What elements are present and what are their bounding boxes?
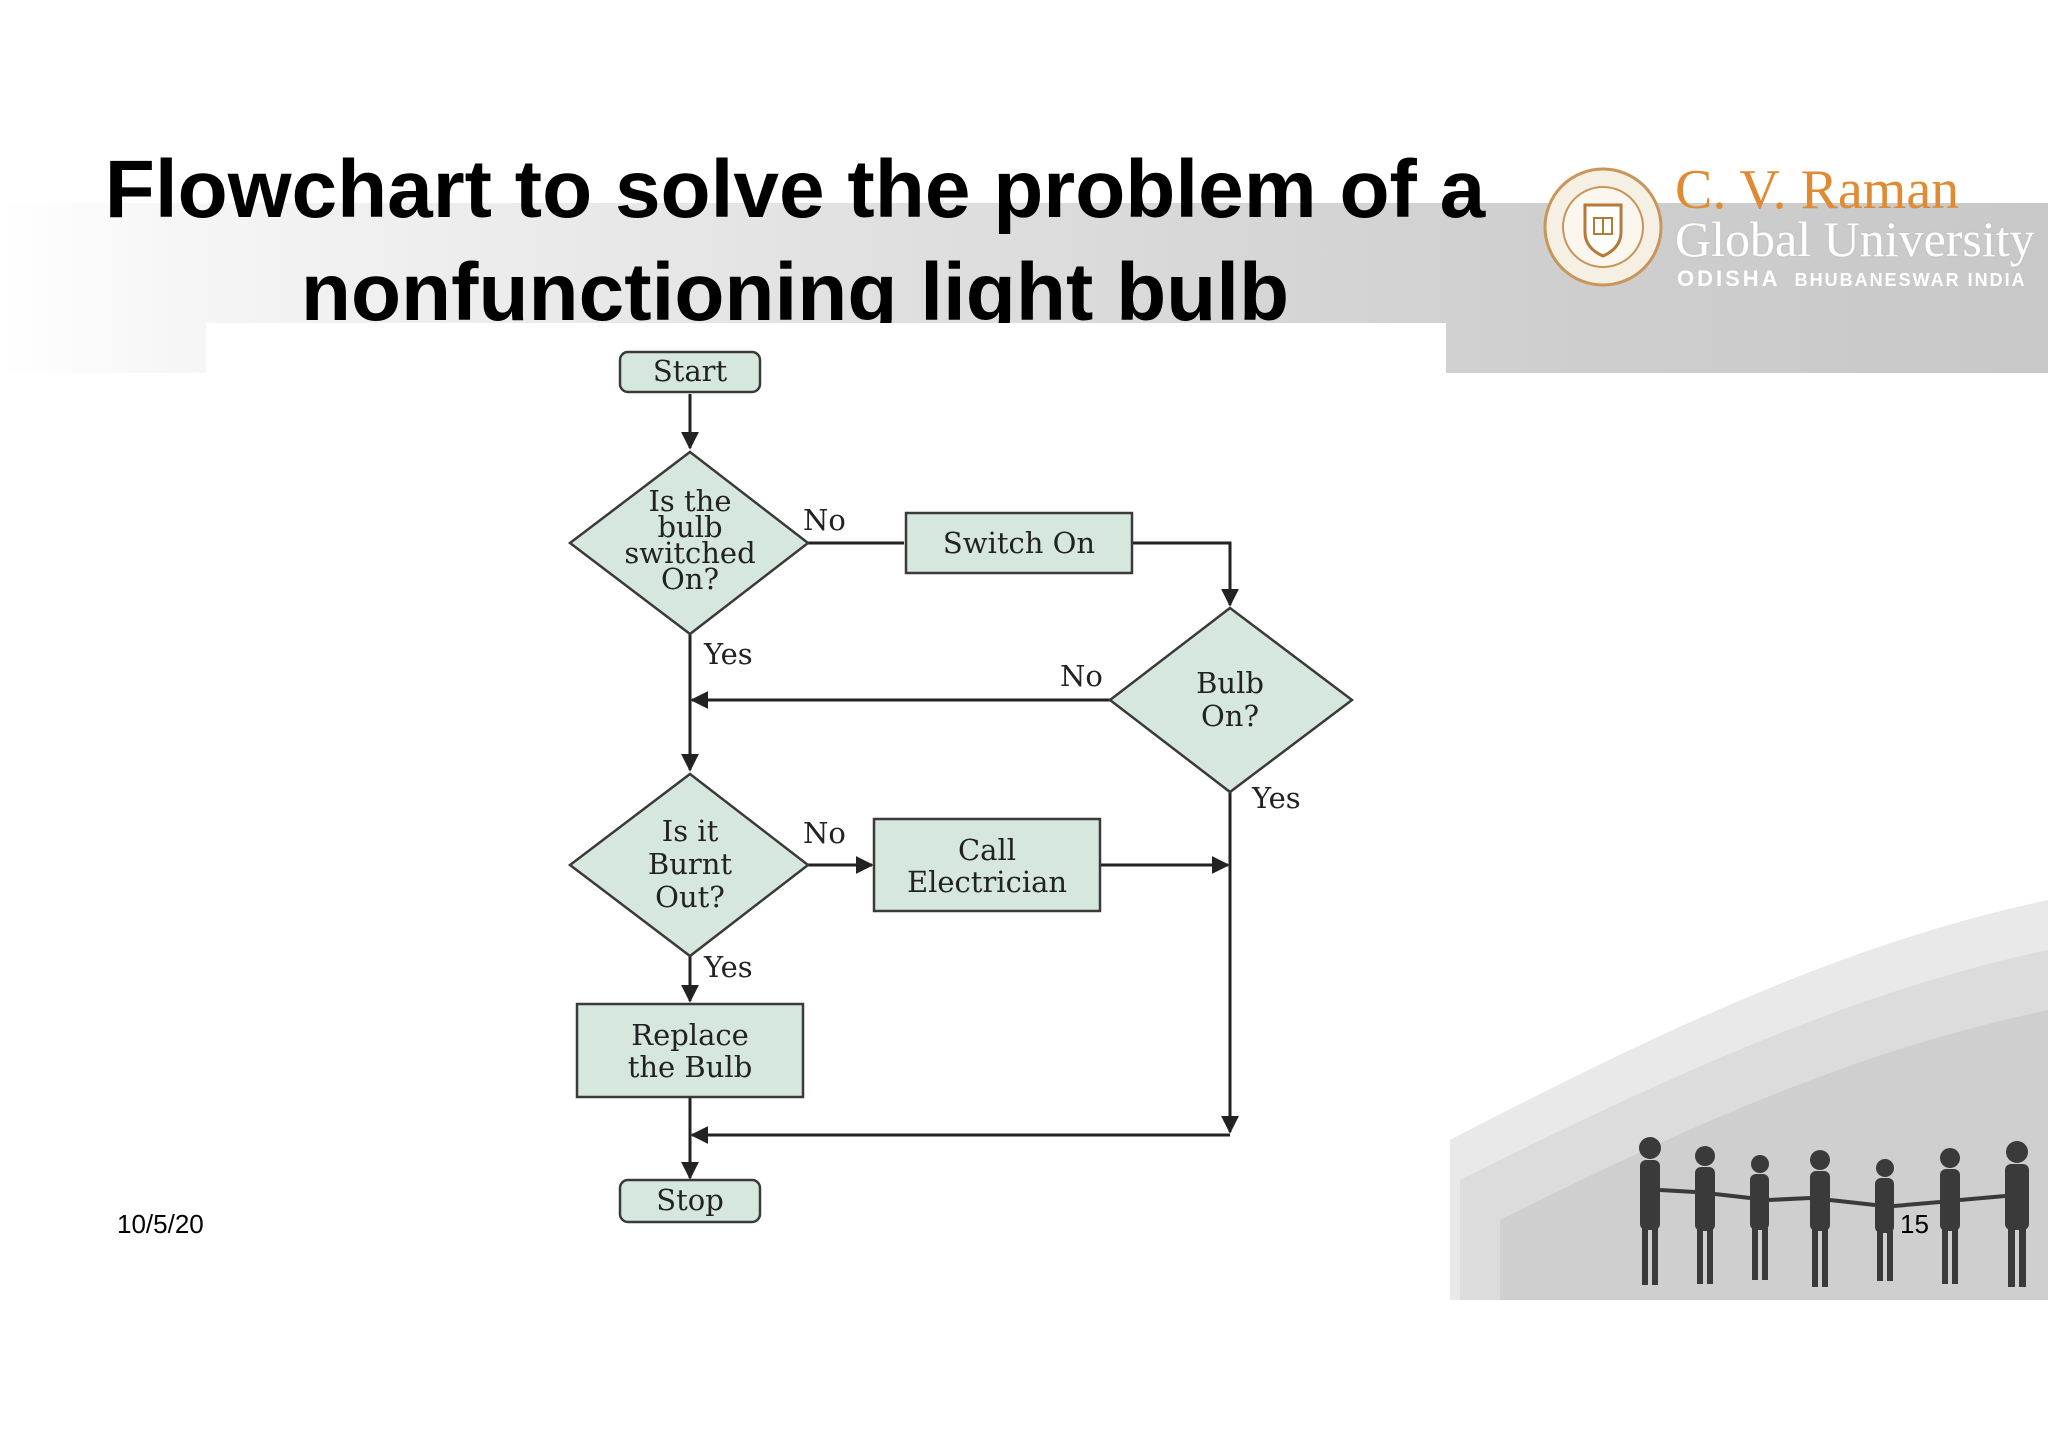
process-switch-on: Switch On bbox=[904, 511, 1134, 575]
connector-switchon-to-bulbon bbox=[1132, 541, 1239, 607]
call-electrician-line-2: Electrician bbox=[907, 865, 1067, 899]
university-logo: C. V. Raman Global University ODISHA BHU… bbox=[1538, 159, 2048, 300]
stop-node: Stop bbox=[618, 1178, 762, 1224]
label-yes-burnt: Yes bbox=[703, 950, 753, 984]
switch-on-label: Switch On bbox=[943, 526, 1095, 560]
decision-burnt-line-3: Out? bbox=[655, 880, 725, 914]
decision-burnt-out: Is it Burnt Out? bbox=[567, 772, 811, 958]
call-electrician-line-1: Call bbox=[958, 833, 1016, 867]
process-replace-bulb: Replace the Bulb bbox=[575, 1002, 805, 1099]
logo-name: C. V. Raman bbox=[1675, 159, 1960, 221]
label-yes-switched: Yes bbox=[703, 637, 753, 671]
process-call-electrician: Call Electrician bbox=[872, 817, 1102, 913]
flowchart-connectors bbox=[681, 394, 1239, 1180]
decision-bulb-on-line-1: Bulb bbox=[1196, 666, 1264, 700]
logo-state: ODISHA bbox=[1677, 266, 1781, 291]
replace-bulb-line-2: the Bulb bbox=[628, 1050, 753, 1084]
slide-date: 10/5/20 bbox=[117, 1209, 204, 1239]
label-no-burnt: No bbox=[803, 816, 846, 850]
logo-location: ODISHA BHUBANESWAR INDIA bbox=[1677, 266, 2027, 292]
people-silhouette-image bbox=[1639, 1137, 2029, 1287]
decision-bulb-on-line-2: On? bbox=[1201, 699, 1259, 733]
decision-switched-line-2: bulb bbox=[657, 510, 722, 544]
start-node: Start bbox=[618, 350, 762, 394]
university-seal-icon bbox=[1543, 167, 1663, 287]
flowchart-background bbox=[206, 323, 1446, 1258]
label-yes-bulb-on: Yes bbox=[1251, 781, 1301, 815]
slide-title: Flowchart to solve the problem of a nonf… bbox=[40, 138, 1550, 344]
decision-bulb-switched: Is the bulb switched On? bbox=[567, 450, 811, 636]
slide-title-line-2: nonfunctioning light bulb bbox=[300, 247, 1290, 338]
start-label: Start bbox=[653, 354, 728, 388]
label-no-switched: No bbox=[803, 503, 846, 537]
decision-bulb-on: Bulb On? bbox=[1107, 606, 1355, 794]
decision-burnt-line-1: Is it bbox=[662, 814, 719, 848]
background-wave bbox=[1450, 900, 2048, 1300]
stop-label: Stop bbox=[656, 1183, 724, 1217]
decision-switched-line-4: On? bbox=[661, 562, 719, 596]
slide-title-line-1: Flowchart to solve the problem of a bbox=[104, 144, 1486, 235]
label-no-bulb-on: No bbox=[1060, 659, 1103, 693]
decision-burnt-line-2: Burnt bbox=[648, 847, 733, 881]
logo-subtitle: Global University bbox=[1675, 211, 2035, 267]
decision-switched-line-3: switched bbox=[624, 536, 755, 570]
slide-page-number: 15 bbox=[1900, 1209, 1929, 1239]
decision-switched-line-1: Is the bbox=[648, 484, 731, 518]
logo-city: BHUBANESWAR INDIA bbox=[1794, 270, 2027, 290]
replace-bulb-line-1: Replace bbox=[631, 1018, 749, 1052]
